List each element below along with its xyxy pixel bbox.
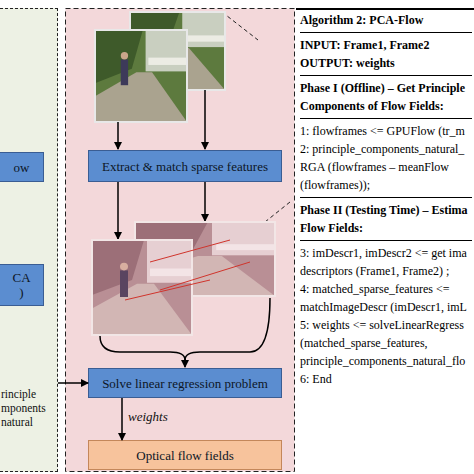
- box-text: Optical flow fields: [136, 448, 233, 463]
- merge-bracket: [185, 298, 270, 360]
- phase-heading: Phase I (Offline) – Get Principle Compon…: [300, 79, 472, 119]
- output-box: Optical flow fields: [88, 440, 282, 470]
- flow-arrow: [184, 358, 186, 367]
- edge-label: weights: [128, 409, 168, 424]
- algorithm-io: OUTPUT: weights: [300, 54, 472, 76]
- process-box: Solve linear regression problem: [88, 368, 282, 398]
- flow-arrow: [117, 122, 119, 149]
- box-text: CA ): [10, 270, 34, 300]
- process-box: CA ): [0, 264, 44, 306]
- video-frame: [95, 30, 187, 122]
- flow-arrow: [204, 182, 206, 221]
- algorithm-step: 5: weights <= solveLinearRegress (matche…: [300, 316, 472, 370]
- flow-arrow: [117, 182, 119, 239]
- frame-border: [95, 30, 187, 122]
- process-box: Extract & match sparse features: [88, 150, 282, 182]
- algorithm-title: Algorithm 2: PCA-Flow: [300, 11, 472, 33]
- algorithm-step: 4: matched_sparse_features <= matchImage…: [300, 280, 472, 316]
- matching-panel: [66, 9, 295, 472]
- feature-match: [125, 280, 210, 300]
- merge-bracket: [100, 336, 185, 360]
- box-text: Solve linear regression problem: [102, 376, 268, 391]
- algorithm-io: INPUT: Frame1, Frame2: [300, 36, 472, 54]
- feature-match: [160, 262, 250, 290]
- box-text: ow: [14, 160, 30, 175]
- algorithm-step: 2: principle_components_natural_ RGA (fl…: [300, 140, 472, 198]
- process-box: ow: [0, 152, 44, 182]
- algorithm-step: 6: End: [300, 370, 472, 388]
- algorithm-box: Algorithm 2: PCA-FlowINPUT: Frame1, Fram…: [296, 8, 474, 474]
- flow-arrow: [121, 398, 123, 440]
- leader-line: [222, 12, 258, 40]
- flow-arrow: [58, 382, 88, 384]
- algorithm-step: 3: imDescr1, imDescr2 <= get ima descrip…: [300, 244, 472, 280]
- algorithm-step: 1: flowframes <= GPUFlow (tr_m: [300, 122, 472, 140]
- flow-arrow: [204, 90, 206, 149]
- leader-line: [265, 202, 290, 222]
- panel-text: rinciple mponents natural: [1, 387, 55, 429]
- phase-heading: Phase II (Testing Time) – Estima Flow Fi…: [300, 201, 472, 241]
- box-text: Extract & match sparse features: [102, 159, 268, 174]
- feature-match: [150, 240, 230, 262]
- input-panel: rinciple mponents natural ow CA ): [0, 8, 58, 472]
